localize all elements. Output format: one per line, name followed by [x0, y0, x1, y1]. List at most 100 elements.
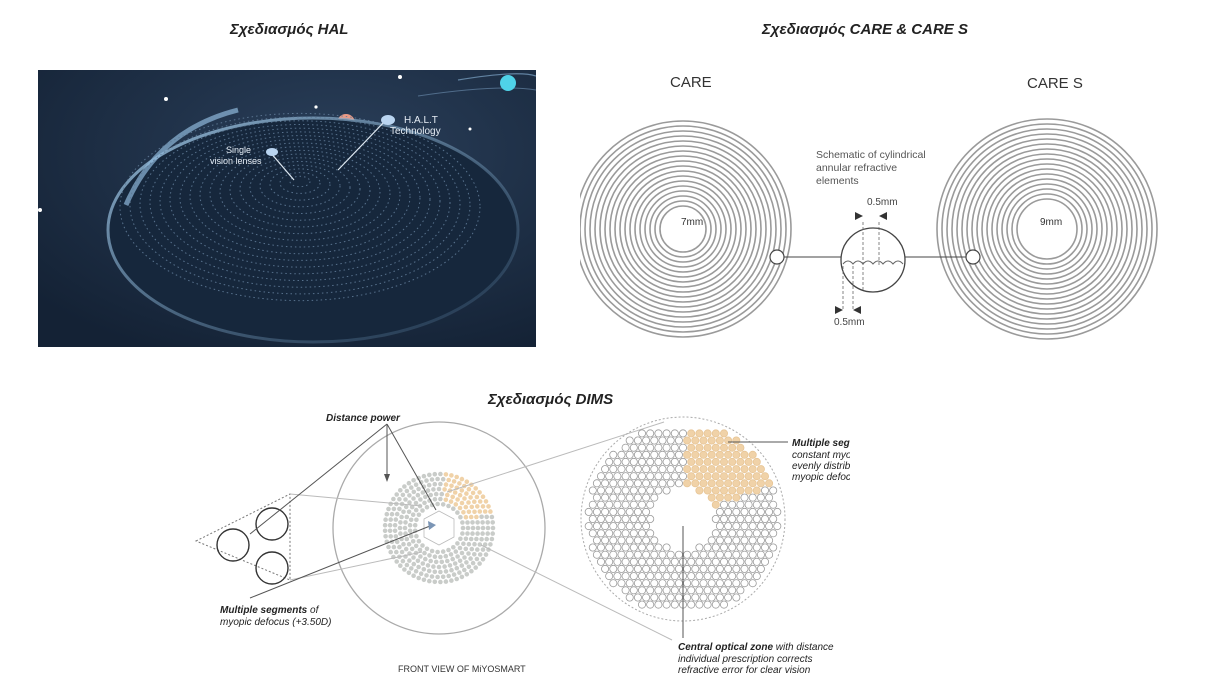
lenslet-dot — [703, 486, 712, 495]
lenslet-dot — [382, 528, 388, 534]
lenslet-dot — [695, 457, 704, 466]
lenslet-dot — [629, 529, 638, 538]
lenslet-dot — [424, 546, 430, 552]
lenslet-dot — [453, 549, 459, 554]
annular-ring — [996, 178, 1098, 280]
lenslet-dot — [695, 429, 704, 438]
lenslet-dot — [489, 514, 495, 520]
lenslet-dot — [459, 574, 465, 580]
lenslet-dot — [596, 529, 605, 538]
segment-pointer — [249, 525, 431, 599]
lenslet-dot — [658, 550, 667, 559]
lenslet-dot — [482, 542, 488, 547]
pointer-bead — [266, 148, 278, 156]
lenslet-dot — [703, 600, 712, 609]
lenslet-dot — [711, 429, 720, 438]
lenslet-dot — [393, 534, 399, 539]
lenslet-dot — [752, 572, 761, 581]
lenslet-ring — [119, 112, 481, 302]
lenslet-dot — [691, 593, 700, 602]
lenslet-dot — [475, 504, 480, 509]
lenslet-dot — [588, 486, 597, 495]
lenslet-dot — [695, 443, 704, 452]
lenslet-dot — [695, 557, 704, 566]
lenslet-dot — [744, 529, 753, 538]
lenslet-dot — [761, 529, 770, 538]
lenslet-dot — [752, 515, 761, 524]
lenslet-dot — [720, 600, 729, 609]
annular-ring — [659, 205, 707, 253]
annular-ring — [1006, 188, 1088, 270]
lenslet-dot — [707, 593, 716, 602]
lenslet-dot — [707, 450, 716, 459]
lenslet-dot — [637, 557, 646, 566]
lenslet-dot — [464, 560, 469, 565]
lenslet-dot — [601, 479, 610, 488]
lenslet-dot — [646, 557, 655, 566]
lenslet-dot — [424, 573, 429, 578]
lenslet-dot — [715, 450, 724, 459]
lenslet-dot — [480, 504, 486, 509]
lenslet-dot — [403, 546, 409, 552]
lenslet-dot — [420, 490, 426, 495]
annular-ring — [624, 170, 742, 288]
lenslet-dot — [732, 450, 741, 459]
lenslet-dot — [463, 514, 469, 520]
lenslet-dot — [485, 531, 491, 536]
lenslet-dot — [420, 543, 425, 548]
lenslet-dot — [407, 500, 412, 505]
lenslet-dot — [407, 522, 413, 528]
lenslet-dot — [392, 528, 398, 534]
lenslet-dot — [489, 536, 495, 542]
lenslet-dot — [740, 564, 749, 573]
lenslet-dot — [637, 586, 646, 595]
lenslet-dot — [642, 479, 651, 488]
annular-ring — [1016, 198, 1078, 260]
lenslet-dot — [394, 559, 399, 564]
lenslet-dot — [391, 496, 396, 502]
lenslet-dot — [443, 579, 449, 584]
lenslet-dot — [403, 520, 408, 525]
annular-ring — [976, 158, 1118, 300]
lenslet-dot — [459, 500, 465, 506]
lenslet-dot — [411, 478, 416, 483]
lenslet-dot — [429, 574, 435, 579]
star — [398, 75, 402, 79]
lenslet-dot — [642, 522, 651, 531]
front-view-lenslet-ring — [382, 471, 496, 585]
lenslet-dot — [761, 515, 770, 524]
lenslet-dot — [455, 497, 460, 502]
lenslet-dot — [397, 506, 402, 512]
lenslet-dot — [431, 487, 436, 492]
dim-arrow — [835, 306, 843, 314]
lenslet-dot — [475, 525, 481, 531]
lenslet-dot — [761, 486, 770, 495]
lenslet-dot — [662, 457, 671, 466]
lenslet-dot — [633, 579, 642, 588]
lenslet-dot — [621, 500, 630, 509]
lenslet-dot — [426, 568, 432, 574]
lenslet-dot — [625, 479, 634, 488]
lenslet-dot — [435, 549, 440, 555]
lenslet-dot — [728, 529, 737, 538]
lenslet-dot — [479, 514, 484, 520]
lenslet-dot — [427, 498, 432, 503]
lenslet-dot — [459, 550, 465, 556]
lenslet-dot — [383, 534, 388, 539]
lenslet-dot — [609, 479, 618, 488]
lenslet-dot — [683, 593, 692, 602]
lenslet-dot — [440, 502, 446, 507]
lenslet-dot — [443, 569, 449, 574]
lenslet-dot — [699, 579, 708, 588]
lenslet-dot — [773, 507, 782, 516]
lenslet-dot — [683, 465, 692, 474]
star — [314, 105, 318, 109]
lens-outline — [106, 116, 520, 344]
pointer-bead — [381, 115, 395, 125]
lenslet-dot — [646, 486, 655, 495]
lenslet-dot — [596, 543, 605, 552]
lenslet-dot — [711, 486, 720, 495]
annular-ring — [609, 155, 757, 303]
ring-width-label-top: 0.5mm — [867, 197, 898, 208]
lenslet-dot — [637, 429, 646, 438]
